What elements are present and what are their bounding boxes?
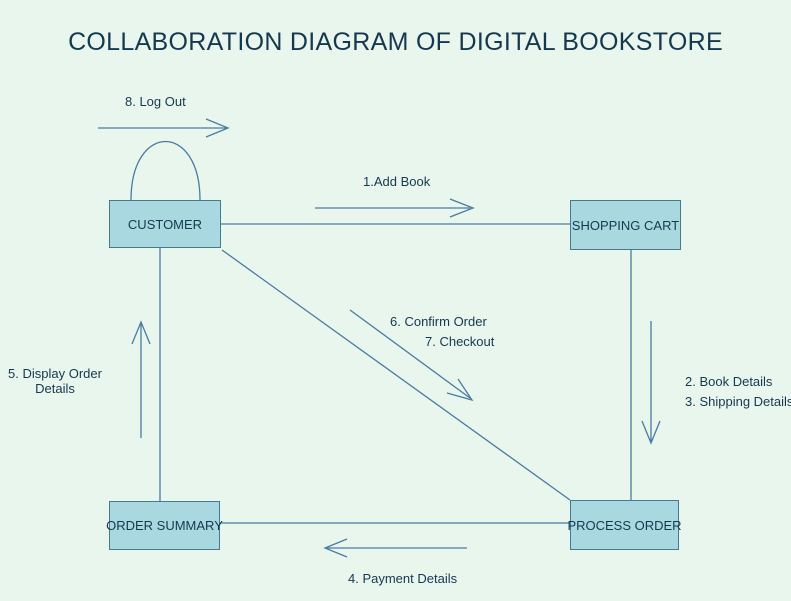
self-loop-customer — [130, 141, 201, 201]
message-checkout: 7. Checkout — [425, 334, 495, 349]
node-order-summary: ORDER SUMMARY — [106, 501, 223, 550]
message-log-out: 8. Log Out — [125, 94, 186, 109]
message-confirm-order: 6. Confirm Order — [390, 314, 487, 329]
message-display-order-details: 5. Display Order Details — [8, 366, 102, 396]
diagram-title: COLLABORATION DIAGRAM OF DIGITAL BOOKSTO… — [68, 28, 723, 56]
arrow-payment-details — [323, 538, 467, 558]
message-add-book: 1.Add Book — [363, 174, 431, 189]
arrow-display-order-details — [131, 320, 151, 438]
arrow-add-book — [315, 198, 475, 218]
connector-customer-processorder — [221, 249, 571, 501]
node-customer: CUSTOMER — [109, 200, 221, 248]
message-book-details: 2. Book Details — [685, 374, 773, 389]
node-process-order: PROCESS ORDER — [567, 500, 682, 550]
arrow-log-out — [98, 118, 230, 138]
message-shipping-details: 3. Shipping Details — [685, 394, 791, 409]
node-shopping-cart: SHOPPING CART — [570, 200, 681, 250]
arrow-book-shipping-details — [641, 321, 661, 445]
message-payment-details: 4. Payment Details — [348, 571, 458, 586]
arrow-confirm-checkout — [349, 309, 474, 402]
